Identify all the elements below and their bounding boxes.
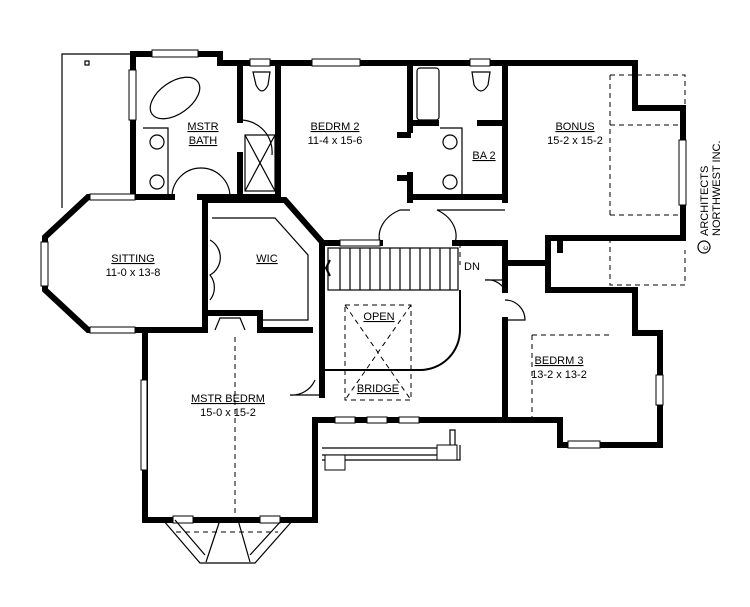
sink-icon [442,134,458,150]
room-name: WIC [256,253,277,265]
stair-down-label: DN [464,261,480,273]
fireplace-icon [214,317,246,331]
walls [42,51,686,523]
sink-icon [442,174,458,190]
sink-icon [149,174,165,190]
room-size: 11-4 x 15-6 [308,135,363,147]
svg-text:c: c [701,246,710,250]
open-label: OPEN [363,311,394,323]
room-name: BA 2 [472,150,495,162]
deck-outline [61,53,131,208]
post-marker [84,60,90,66]
bay-window [162,519,294,564]
room-size: 13-2 x 13-2 [531,369,587,381]
svg-text:ARCHITECTS: ARCHITECTS [699,166,711,236]
open-to-below [344,304,412,401]
room-name: BATH [189,135,218,147]
copyright-notice: c ARCHITECTS NORTHWEST INC. [697,140,723,254]
post [324,454,346,471]
room-name: BONUS [555,121,594,133]
toilet-icon [252,71,271,92]
room-size: 15-0 x 15-2 [200,407,256,419]
sink-icon [149,134,165,150]
room-name: MSTR [187,121,218,133]
svg-text:NORTHWEST INC.: NORTHWEST INC. [711,140,723,236]
dashed-lines [150,74,686,533]
room-name: BEDRM 2 [311,121,360,133]
copyright-icon [697,240,711,254]
doors [171,119,526,396]
shower-icon [244,134,276,192]
bathtub-icon [416,67,440,121]
room-name: BEDRM 3 [535,355,584,367]
windows [40,49,687,524]
room-name: MSTR BEDRM [191,393,265,405]
room-size: 15-2 x 15-2 [547,135,603,147]
staircase[interactable] [324,239,461,371]
room-name: SITTING [111,253,154,265]
post [436,444,458,461]
fixtures [143,67,491,331]
bathtub-icon [149,76,201,120]
balcony-railing [322,429,461,461]
room-size: 11-0 x 13-8 [106,267,161,279]
toilet-icon [471,71,491,92]
bridge-label: BRIDGE [357,383,399,395]
